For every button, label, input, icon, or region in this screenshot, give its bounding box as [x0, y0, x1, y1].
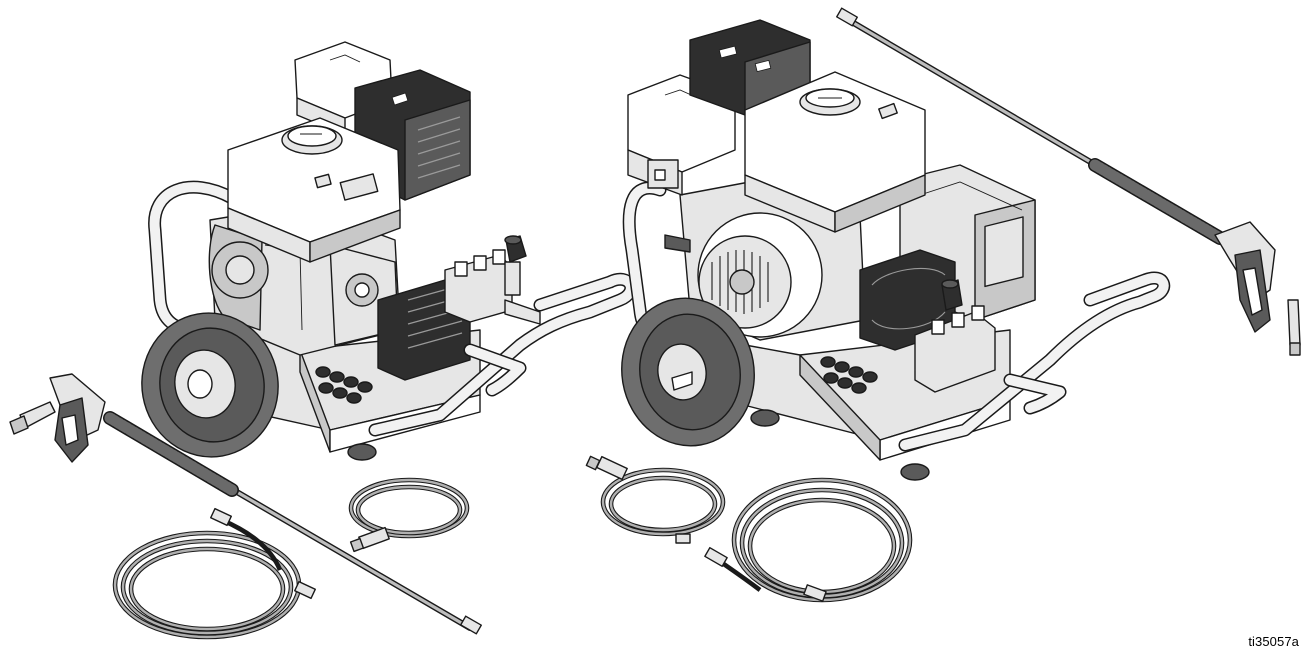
- right-nozzle-caps: [820, 356, 878, 394]
- right-wand-grip: [1088, 158, 1227, 245]
- left-front-bar: [368, 272, 638, 437]
- unit-left: [141, 41, 638, 461]
- left-wand-grip: [103, 411, 239, 497]
- unit-right: [621, 19, 1171, 481]
- hose-coil-right-small: [585, 455, 726, 544]
- left-pump: [377, 235, 541, 381]
- left-wheel: [141, 312, 279, 458]
- right-front-bar: [898, 271, 1171, 452]
- right-pump: [859, 249, 996, 393]
- left-nozzle-caps: [315, 366, 373, 404]
- right-fuel-tank: [744, 71, 926, 233]
- hose-coils: [112, 455, 913, 640]
- hose-coil-left-small: [348, 477, 470, 553]
- spray-gun-left: [9, 373, 482, 635]
- right-engine: [664, 179, 866, 341]
- figure-id-label: ti35057a: [1248, 634, 1299, 649]
- right-wheel: [621, 297, 755, 447]
- spray-gun-right: [836, 7, 1301, 356]
- left-fuel-tank: [227, 117, 401, 263]
- hose-coil-right-large: [704, 477, 913, 603]
- hose-coil-left-large: [112, 507, 316, 640]
